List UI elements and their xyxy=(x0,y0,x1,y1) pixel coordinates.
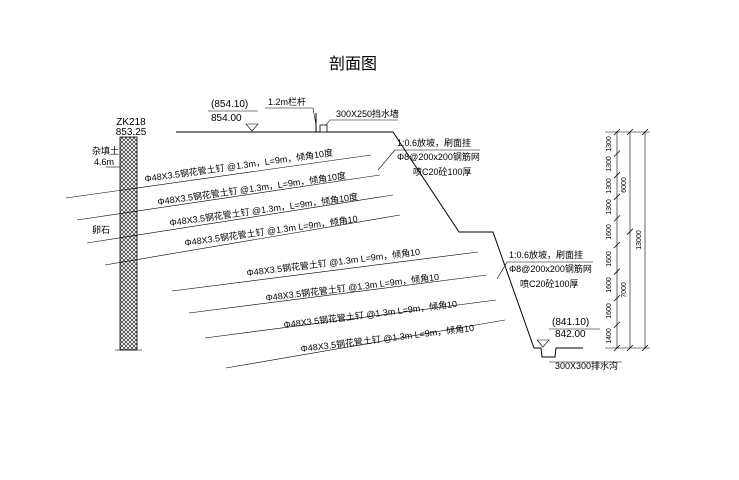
dim-tick xyxy=(626,228,634,235)
slope-note-lower: 1:0.6放坡，刷面挂 Φ8@200x200钢筋网 喷C20砼100厚 xyxy=(496,249,593,289)
dim-segment: 1600 xyxy=(606,224,613,240)
bottom-elev-design: (841.10) xyxy=(552,317,589,328)
dim-tick xyxy=(613,321,621,329)
bottom-elev-actual: 842.00 xyxy=(555,329,586,340)
slope-upper-mesh: Φ8@200x200钢筋网 xyxy=(397,151,480,162)
dim-segment: 1300 xyxy=(606,156,613,172)
top-elev-actual: 854.00 xyxy=(211,113,242,124)
dim-tick xyxy=(613,150,621,157)
top-elev-design: (854.10) xyxy=(211,99,248,110)
railing-and-wall: 1.2m栏杆 300X250挡水墙 xyxy=(265,96,399,133)
borehole-elevation: 853.25 xyxy=(116,127,147,138)
nail-label: Φ48X3.5钢花管土钉 @1.3m L=9m，倾角10 xyxy=(246,246,421,278)
dim-group-upper: 6000 xyxy=(621,177,628,193)
slope-note-upper: 1:0.6放坡，刷面挂 Φ8@200x200钢筋网 喷C20砼100厚 xyxy=(377,137,480,177)
dim-tick xyxy=(626,128,634,136)
dim-segment: 1600 xyxy=(606,251,613,267)
nail-label: Φ48X3.5钢花管土钉 @1.3m L=9m，倾角10 xyxy=(300,322,475,354)
dim-tick xyxy=(641,344,649,352)
slope-profile xyxy=(176,123,583,358)
dim-tick xyxy=(613,215,621,222)
dim-segment: 1600 xyxy=(606,303,613,319)
dim-tick xyxy=(613,268,621,275)
dim-segment: 1400 xyxy=(606,328,613,344)
dim-tick xyxy=(613,171,621,179)
wall-label: 300X250挡水墙 xyxy=(336,108,399,119)
wall-block xyxy=(319,124,328,133)
dim-tick xyxy=(613,241,621,249)
dim-tick xyxy=(613,128,621,136)
slope-lower-ratio: 1:0.6放坡，刷面挂 xyxy=(509,249,583,260)
drawing-title: 剖面图 xyxy=(329,54,377,73)
borehole-column: ZK218 853.25 杂填土 4.6m 卵石 xyxy=(92,117,147,351)
railing-label: 1.2m栏杆 xyxy=(268,96,306,107)
dim-tick xyxy=(641,128,649,136)
dim-total: 13000 xyxy=(636,230,643,250)
borehole-id: ZK218 xyxy=(116,117,146,128)
slope-lower-spray: 喷C20砼100厚 xyxy=(520,278,579,289)
layer-fill-label: 杂填土 xyxy=(92,145,119,156)
dim-segment: 1300 xyxy=(606,136,613,152)
ditch-label: 300X300排水沟 xyxy=(555,360,618,371)
dim-tick xyxy=(613,294,621,302)
dim-tick xyxy=(613,193,621,201)
dim-tick xyxy=(626,344,634,352)
nail-label: Φ48X3.5钢花管土钉 @1.3m L=9m，倾角10 xyxy=(283,298,458,330)
dim-group-lower: 7000 xyxy=(621,282,628,298)
dim-segment: 1300 xyxy=(606,199,613,215)
borehole-hatch xyxy=(119,136,138,351)
dim-tick xyxy=(613,344,621,352)
dim-segment: 1600 xyxy=(606,277,613,293)
slope-lower-mesh: Φ8@200x200钢筋网 xyxy=(509,263,592,274)
slope-upper-spray: 喷C20砼100厚 xyxy=(413,166,472,177)
dimension-chain: 1300 1300 1300 1300 1600 1600 1600 1600 … xyxy=(605,128,650,352)
slope-upper-ratio: 1:0.6放坡，刷面挂 xyxy=(397,137,471,148)
dim-segment: 1300 xyxy=(606,178,613,194)
layer-fill-depth: 4.6m xyxy=(94,157,114,167)
layer-gravel-label: 卵石 xyxy=(92,225,110,235)
